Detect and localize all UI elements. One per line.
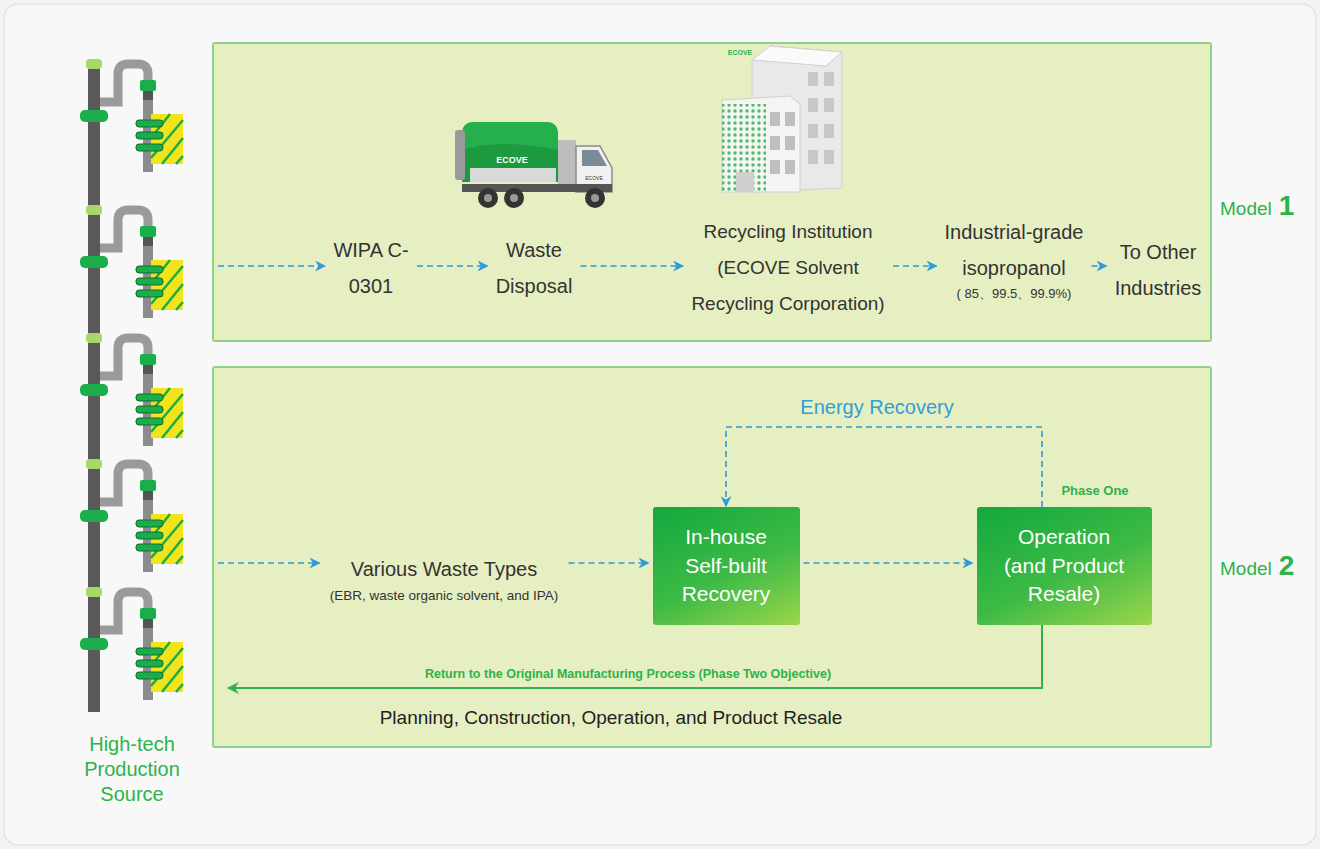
pipe-illustration bbox=[62, 50, 202, 720]
text-line-block: Recycling Institution (ECOVE Solvent Rec… bbox=[689, 214, 887, 322]
pipe-part bbox=[86, 459, 102, 469]
pipe-part bbox=[136, 132, 163, 139]
node-text: Waste Disposal bbox=[496, 239, 573, 297]
brand-label: ECOVE bbox=[728, 49, 753, 56]
node-text: High-tech Production Source bbox=[84, 733, 180, 805]
model-panel: Model1WIPA C-0301Waste DisposalRecycling… bbox=[212, 42, 1212, 342]
pipe-part bbox=[143, 91, 153, 100]
text-node: Industrial-grade isopropanol ( 85、99.5、99… bbox=[943, 214, 1086, 303]
node-text: 1 bbox=[1279, 190, 1295, 222]
pipe-part bbox=[136, 278, 163, 285]
node-text: Various Waste Types bbox=[351, 558, 537, 580]
model-heading: Model 2 bbox=[1220, 550, 1294, 582]
pipe-part bbox=[140, 608, 156, 619]
pipe-part bbox=[140, 80, 156, 91]
node-text: 2 bbox=[1279, 550, 1295, 582]
text-line-block: Various Waste Types bbox=[328, 551, 561, 587]
text-node: Various Waste Types (EBR, waste organic s… bbox=[328, 551, 561, 605]
pipe-part bbox=[80, 110, 108, 122]
pipe-part bbox=[80, 510, 108, 522]
pipe-part bbox=[136, 544, 163, 551]
text-node: Recycling Institution (ECOVE Solvent Rec… bbox=[689, 214, 887, 322]
text-line-block: Industrial-grade isopropanol bbox=[943, 214, 1086, 286]
pipe-part bbox=[140, 354, 156, 365]
process-box: In-house Self-built Recovery bbox=[653, 507, 800, 625]
pipe-part bbox=[136, 120, 163, 127]
edge-label: Energy Recovery bbox=[800, 396, 953, 419]
brand-label: ECOVE bbox=[496, 155, 528, 165]
pipe-part bbox=[136, 144, 163, 151]
node-text: To Other Industries bbox=[1115, 241, 1202, 299]
text-line-block: ( 85、99.5、99.9%) bbox=[943, 286, 1086, 303]
pipe-unit bbox=[80, 333, 183, 446]
pipe-part bbox=[136, 532, 163, 539]
text-node: WIPA C-0301 bbox=[331, 232, 411, 304]
pipe-part bbox=[86, 333, 102, 343]
pipe-part bbox=[136, 672, 163, 679]
pipe-part bbox=[80, 256, 108, 268]
node-text: Operation (and Product Resale) bbox=[995, 523, 1134, 608]
edge-label: Return to the Original Manufacturing Pro… bbox=[425, 667, 831, 681]
pipe-part bbox=[136, 660, 163, 667]
process-box: Operation (and Product Resale) bbox=[977, 507, 1152, 625]
production-source: High-tech Production Source bbox=[62, 50, 202, 810]
pipe-part bbox=[143, 491, 153, 500]
pipe-unit bbox=[80, 205, 183, 318]
pipe-unit bbox=[80, 587, 183, 700]
node-text: (EBR, waste organic solvent, and IPA) bbox=[330, 588, 559, 603]
pipe-part bbox=[86, 587, 102, 597]
pipe-unit bbox=[80, 459, 183, 572]
node-text: WIPA C-0301 bbox=[333, 239, 408, 297]
pipe-part bbox=[140, 226, 156, 237]
pipe-part bbox=[143, 619, 153, 628]
pipe-part bbox=[136, 648, 163, 655]
node-text: ( 85、99.5、99.9%) bbox=[957, 286, 1072, 301]
pipe-part bbox=[86, 59, 102, 69]
model-heading: Model 1 bbox=[1220, 190, 1294, 222]
text-node: To Other Industries bbox=[1113, 234, 1204, 306]
node-text: Model bbox=[1220, 198, 1272, 220]
pipe-part bbox=[86, 205, 102, 215]
text-line-block: WIPA C-0301 bbox=[331, 232, 411, 304]
pipe-part bbox=[136, 418, 163, 425]
pipe-unit bbox=[80, 59, 183, 172]
source-label: High-tech Production Source bbox=[62, 732, 202, 807]
model-panel: Model2Various Waste Types(EBR, waste org… bbox=[212, 366, 1212, 748]
node-text: Industrial-grade isopropanol bbox=[945, 221, 1084, 279]
node-text: In-house Self-built Recovery bbox=[671, 523, 782, 608]
pipe-part bbox=[80, 384, 108, 396]
pipe-part bbox=[136, 520, 163, 527]
text-line-block: To Other Industries bbox=[1113, 234, 1204, 306]
pipe-part bbox=[80, 638, 108, 650]
pipe-part bbox=[136, 266, 163, 273]
pipe-part bbox=[140, 480, 156, 491]
text-line-block: (EBR, waste organic solvent, and IPA) bbox=[328, 587, 561, 605]
text-node: Waste Disposal bbox=[494, 232, 575, 304]
page-frame bbox=[4, 4, 1316, 845]
pipe-part bbox=[143, 237, 153, 246]
node-text: Recycling Institution (ECOVE Solvent Rec… bbox=[691, 221, 884, 314]
pipe-part bbox=[136, 406, 163, 413]
footer-label: Planning, Construction, Operation, and P… bbox=[380, 707, 843, 729]
phase-label: Phase One bbox=[1061, 483, 1128, 498]
brand-label: ECOVE bbox=[585, 175, 603, 181]
pipe-part bbox=[136, 290, 163, 297]
pipe-part bbox=[143, 365, 153, 374]
node-text: Model bbox=[1220, 558, 1272, 580]
pipe-part bbox=[136, 394, 163, 401]
text-line-block: Waste Disposal bbox=[494, 232, 575, 304]
